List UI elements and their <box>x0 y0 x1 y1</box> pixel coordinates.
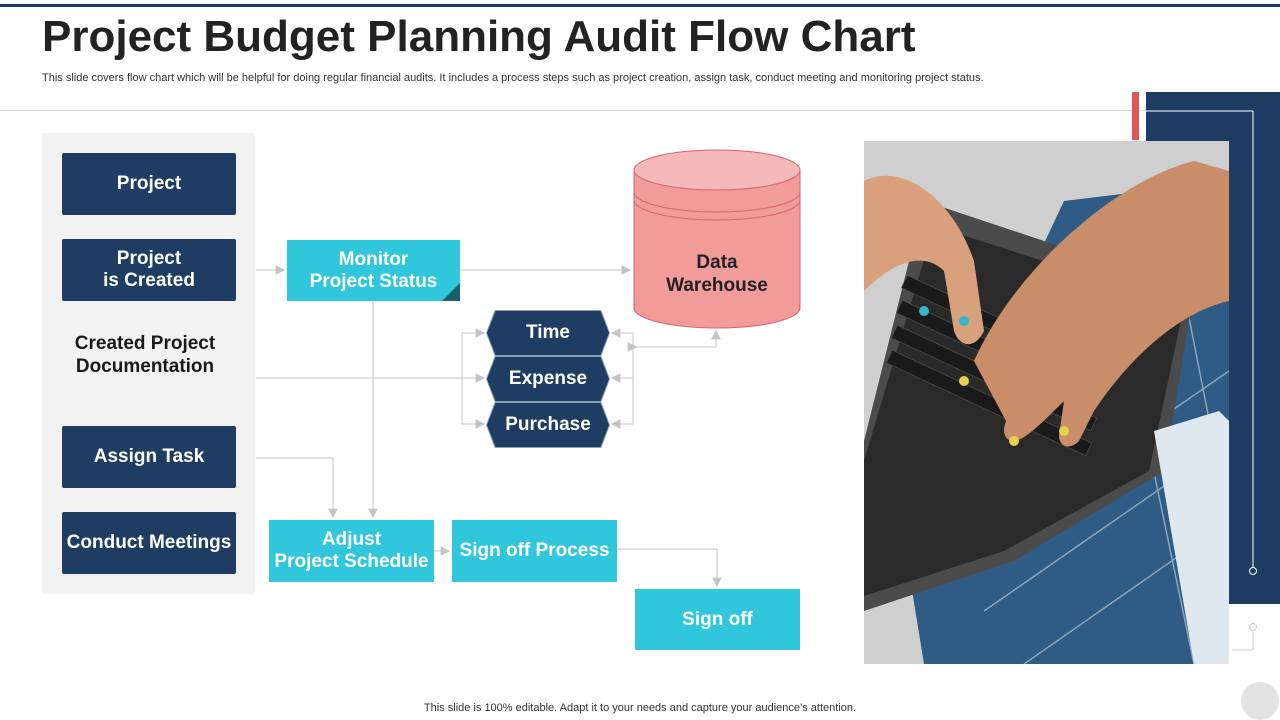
time-hex: Time <box>487 311 609 355</box>
page-title: Project Budget Planning Audit Flow Chart <box>42 12 916 61</box>
adjust-schedule-line1: Adjust <box>321 529 382 551</box>
adjust-schedule-line2: Project Schedule <box>274 551 429 572</box>
data-warehouse-label: Data Warehouse <box>634 252 800 298</box>
sign-off-process-box: Sign off Process <box>452 520 617 582</box>
purchase-label: Purchase <box>505 414 591 435</box>
data-warehouse-cylinder <box>633 149 801 329</box>
step-documentation-line2: Documentation <box>75 355 215 377</box>
step-conduct-meetings-label: Conduct Meetings <box>66 532 232 554</box>
step-conduct-meetings-box: Conduct Meetings <box>62 512 236 574</box>
sign-off-label: Sign off <box>682 608 753 630</box>
expense-label: Expense <box>508 368 588 389</box>
time-label: Time <box>525 322 570 343</box>
corner-circle <box>1241 682 1279 720</box>
step-documentation-line1: Created Project <box>74 333 216 354</box>
page-subtitle: This slide covers flow chart which will … <box>42 72 984 84</box>
step-documentation-label: Created Project Documentation <box>60 333 230 379</box>
data-warehouse-line1: Data <box>696 252 738 273</box>
monitor-status-line2: Project Status <box>309 270 438 292</box>
expense-hex: Expense <box>487 357 609 401</box>
adjust-schedule-box: Adjust Project Schedule <box>269 520 434 582</box>
header-divider <box>0 110 1150 111</box>
monitor-status-line1: Monitor <box>338 248 409 270</box>
decorative-red-bar <box>1132 92 1139 140</box>
step-project-label: Project <box>116 173 182 195</box>
monitor-corner-fold <box>442 283 460 301</box>
step-project-created-line1: Project <box>116 248 182 270</box>
purchase-hex: Purchase <box>487 403 609 447</box>
sign-off-box: Sign off <box>635 589 800 650</box>
footer-note: This slide is 100% editable. Adapt it to… <box>423 702 857 714</box>
step-project-created-box: Project is Created <box>62 239 236 301</box>
step-assign-task-label: Assign Task <box>93 446 205 468</box>
step-project-box: Project <box>62 153 236 215</box>
laptop-typing-photo <box>864 141 1229 664</box>
top-rule <box>0 4 1280 7</box>
photo-illustration <box>864 141 1229 664</box>
sign-off-process-label: Sign off Process <box>459 540 610 562</box>
step-project-created-line2: is Created <box>103 270 195 291</box>
monitor-status-box: Monitor Project Status <box>287 240 460 301</box>
step-assign-task-box: Assign Task <box>62 426 236 488</box>
data-warehouse-line2: Warehouse <box>666 274 768 296</box>
